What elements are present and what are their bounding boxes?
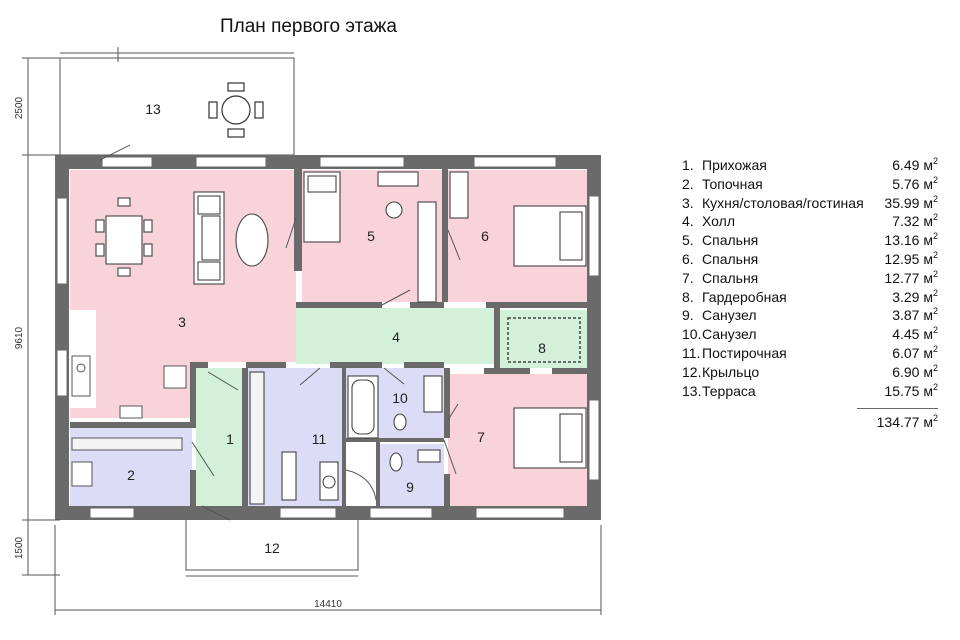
room-8-fill	[500, 310, 591, 368]
door-swings	[99, 144, 461, 521]
room-label-6: 6	[481, 228, 489, 244]
boiler-icon	[71, 437, 183, 487]
windows	[56, 156, 600, 519]
room-label-9: 9	[406, 479, 414, 495]
porch-outline	[185, 516, 359, 571]
dim-house-depth: 9610	[14, 326, 25, 349]
room-label-11: 11	[312, 431, 327, 447]
kitchen-counter-icon	[71, 355, 187, 419]
toilet-9-icon	[389, 449, 441, 472]
room-label-12: 12	[264, 540, 280, 556]
dim-house-width: 14410	[314, 599, 342, 610]
bedroom5-furniture-icon	[303, 171, 437, 303]
dimension-lines	[22, 57, 602, 615]
room-label-7: 7	[477, 429, 485, 445]
terrace-table-icon	[208, 82, 264, 138]
room-label-1: 1	[226, 431, 234, 447]
room-4-fill	[296, 308, 494, 364]
legend-divider	[857, 408, 938, 410]
room-label-13: 13	[145, 101, 161, 117]
bed-6-icon	[449, 171, 587, 267]
room-label-2: 2	[127, 467, 135, 483]
dim-porch-depth: 1500	[14, 536, 25, 559]
room-label-4: 4	[392, 329, 400, 345]
room-1-fill	[196, 368, 242, 506]
room-label-10: 10	[392, 390, 408, 406]
interior-walls	[70, 169, 590, 506]
room-label-5: 5	[367, 228, 375, 244]
laundry-icon	[249, 371, 339, 505]
bathtub-icon	[347, 375, 443, 439]
wardrobe-rail-icon	[507, 317, 581, 363]
coffee-table-icon	[235, 213, 269, 267]
sofa-icon	[193, 191, 225, 285]
dim-terrace-depth: 2500	[14, 96, 25, 119]
page-title: План первого этажа	[220, 16, 397, 37]
room-label-8: 8	[538, 340, 546, 356]
dining-table-icon	[95, 197, 153, 277]
room-label-3: 3	[178, 314, 186, 330]
bed-7-icon	[513, 407, 587, 469]
legend-total: 134.77 м2	[876, 413, 938, 431]
